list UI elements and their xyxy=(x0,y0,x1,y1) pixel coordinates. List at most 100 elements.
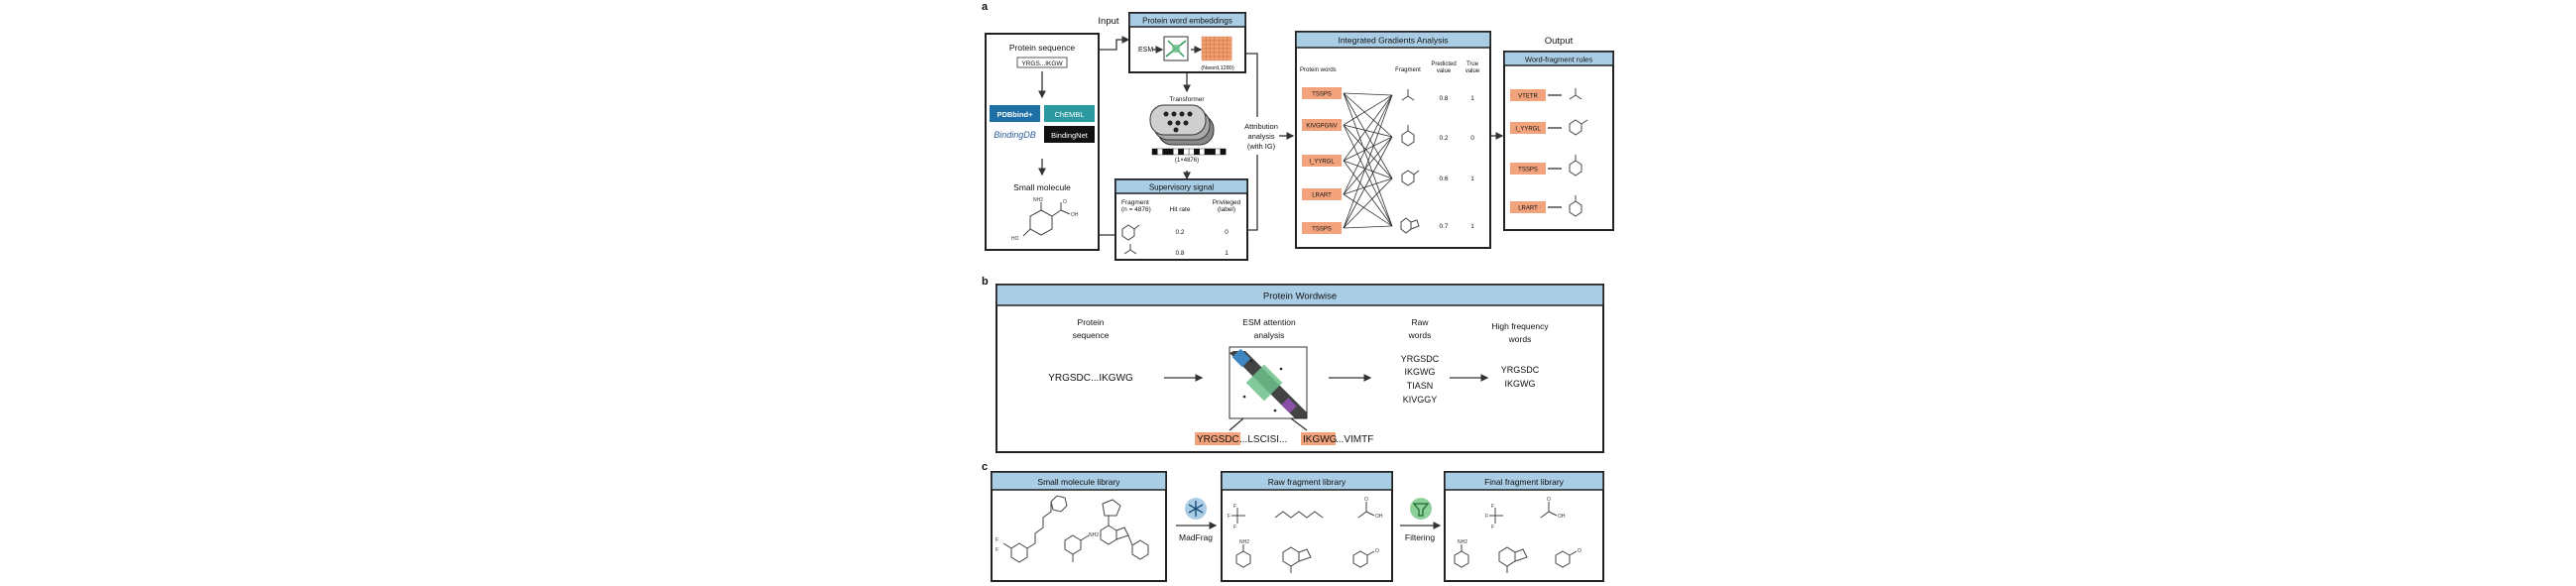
sequence-example: YRGS...IKGW xyxy=(1021,60,1063,67)
svg-text:F: F xyxy=(1228,514,1230,520)
word-fragment-rules-header xyxy=(1503,51,1614,66)
rule-2: I_YYRGL xyxy=(1510,119,1588,136)
esm-model-icon xyxy=(1163,36,1189,61)
sup-hit-rate-2: 0.8 xyxy=(1175,250,1184,257)
ig-word-5: TSSPS xyxy=(1302,222,1342,234)
panel-c-letter: c xyxy=(982,461,988,473)
svg-text:F: F xyxy=(995,547,998,553)
final-fragment-aniline xyxy=(1454,544,1469,568)
ig-header-true-2: value xyxy=(1465,68,1480,74)
protein-sequence-heading-2: sequence xyxy=(1073,330,1110,340)
svg-text:TSSPS: TSSPS xyxy=(1518,168,1538,174)
svg-text:LRART: LRART xyxy=(1312,193,1332,199)
protein-wordwise-title: Protein Wordwise xyxy=(1263,292,1337,302)
seq-part-3: IKGWG xyxy=(1303,434,1338,445)
panel-b-letter: b xyxy=(982,276,989,288)
svg-text:O: O xyxy=(1375,548,1379,554)
sup-header-privileged: Privileged xyxy=(1213,199,1241,206)
final-fragment-pyrimidine xyxy=(1498,546,1528,573)
ig-header-predicted-2: value xyxy=(1437,68,1452,74)
esm-attention-heading-1: ESM attention xyxy=(1242,317,1296,327)
sup-fragment-2 xyxy=(1123,244,1137,255)
madfrag-label: MadFrag xyxy=(1179,532,1213,542)
ig-true-2: 0 xyxy=(1470,135,1474,142)
panel-a-letter: a xyxy=(982,1,989,13)
sup-header-fragment: Fragment xyxy=(1121,199,1149,206)
raw-words-heading-2: words xyxy=(1408,330,1432,340)
svg-text:O: O xyxy=(1364,497,1368,503)
raw-fragment-chain xyxy=(1274,511,1324,519)
svg-text:OH: OH xyxy=(1071,212,1079,218)
embedding-heatmap xyxy=(1201,36,1232,61)
rule-1: VTETR xyxy=(1510,88,1582,101)
svg-text:F: F xyxy=(1233,525,1236,530)
word-fragment-rules-box xyxy=(1503,51,1614,231)
svg-text:F: F xyxy=(1491,504,1494,510)
svg-text:HO: HO xyxy=(1011,236,1019,242)
raw-word-4: KIVGGY xyxy=(1403,395,1438,405)
protein-sequence-label: Protein sequence xyxy=(1009,43,1075,53)
integrated-gradients-header xyxy=(1295,31,1491,49)
raw-fragment-cf3 xyxy=(1231,508,1245,524)
output-label: Output xyxy=(1545,36,1574,47)
ig-predicted-4: 0.7 xyxy=(1439,223,1448,230)
bindingdb-text: BindingDB xyxy=(994,130,1036,140)
seq-part-1: YRGSDC xyxy=(1197,434,1239,445)
attribution-label-3: (with IG) xyxy=(1247,142,1276,151)
ig-word-1: TSSPS xyxy=(1302,87,1342,99)
raw-word-3: TIASN xyxy=(1407,381,1434,391)
svg-text:NH2: NH2 xyxy=(1458,539,1467,545)
attribution-network xyxy=(1343,92,1393,229)
raw-fragment-pyrimidine xyxy=(1282,546,1312,573)
ig-header-predicted-1: Predicted xyxy=(1431,61,1456,67)
ig-fragment-2 xyxy=(1401,125,1415,147)
final-fragment-cf3 xyxy=(1489,508,1503,524)
sequence-box xyxy=(1016,57,1068,68)
protein-sequence-heading-1: Protein xyxy=(1078,317,1105,327)
svg-text:NH2: NH2 xyxy=(1239,539,1249,545)
raw-fragment-library-header xyxy=(1221,471,1393,491)
svg-text:F: F xyxy=(1491,525,1494,530)
library-molecule-2 xyxy=(1064,534,1090,562)
seq-part-4: ...VIMTF xyxy=(1336,434,1373,445)
sup-label-1: 0 xyxy=(1225,229,1229,236)
filter-icon xyxy=(1410,498,1432,520)
attribution-label-2: analysis xyxy=(1247,132,1274,141)
esm-label: ESM xyxy=(1138,47,1153,54)
rule-3: TSSPS xyxy=(1510,155,1582,176)
embedding-dim: (Nword,1280) xyxy=(1201,65,1233,71)
ig-header-fragment: Fragment xyxy=(1395,67,1421,73)
chembl-text: ChEMBL xyxy=(1054,110,1084,119)
svg-text:TSSPS: TSSPS xyxy=(1312,227,1332,233)
input-label: Input xyxy=(1098,16,1118,27)
raw-fragment-acid xyxy=(1357,502,1375,519)
integrated-gradients-title: Integrated Gradients Analysis xyxy=(1338,36,1448,46)
filtering-label: Filtering xyxy=(1405,532,1436,542)
small-molecule-label: Small molecule xyxy=(1013,182,1071,192)
chembl-logo xyxy=(1044,105,1095,122)
seq-highlight-1 xyxy=(1195,432,1240,445)
svg-text:TSSPS: TSSPS xyxy=(1312,92,1332,98)
ig-true-3: 1 xyxy=(1470,176,1474,182)
ig-fragment-1 xyxy=(1401,89,1415,101)
esm-attention-heading-2: analysis xyxy=(1254,330,1285,340)
raw-fragment-library-title: Raw fragment library xyxy=(1268,477,1347,487)
sup-header-label: (label) xyxy=(1218,206,1235,213)
supervisory-signal-header xyxy=(1114,178,1248,194)
svg-text:OH: OH xyxy=(1375,514,1383,520)
raw-fragment-anisole xyxy=(1352,550,1375,568)
ig-true-1: 1 xyxy=(1470,95,1474,102)
attention-matrix xyxy=(1229,346,1308,419)
ig-word-4: LRART xyxy=(1302,188,1342,200)
final-fragment-anisole xyxy=(1555,550,1578,568)
high-freq-heading-2: words xyxy=(1508,334,1532,344)
protein-word-embeddings-header xyxy=(1128,12,1246,28)
bindingnet-text: BindingNet xyxy=(1051,131,1089,140)
ig-header-words: Protein words xyxy=(1300,67,1337,73)
ig-word-2: KIVGPGNV xyxy=(1302,119,1342,131)
svg-text:F: F xyxy=(1485,514,1488,520)
final-fragment-acid xyxy=(1540,502,1558,519)
small-molecule-structure xyxy=(1022,202,1071,237)
high-freq-word-1: YRGSDC xyxy=(1501,365,1540,375)
sup-header-hit-rate: Hit rate xyxy=(1170,206,1191,213)
